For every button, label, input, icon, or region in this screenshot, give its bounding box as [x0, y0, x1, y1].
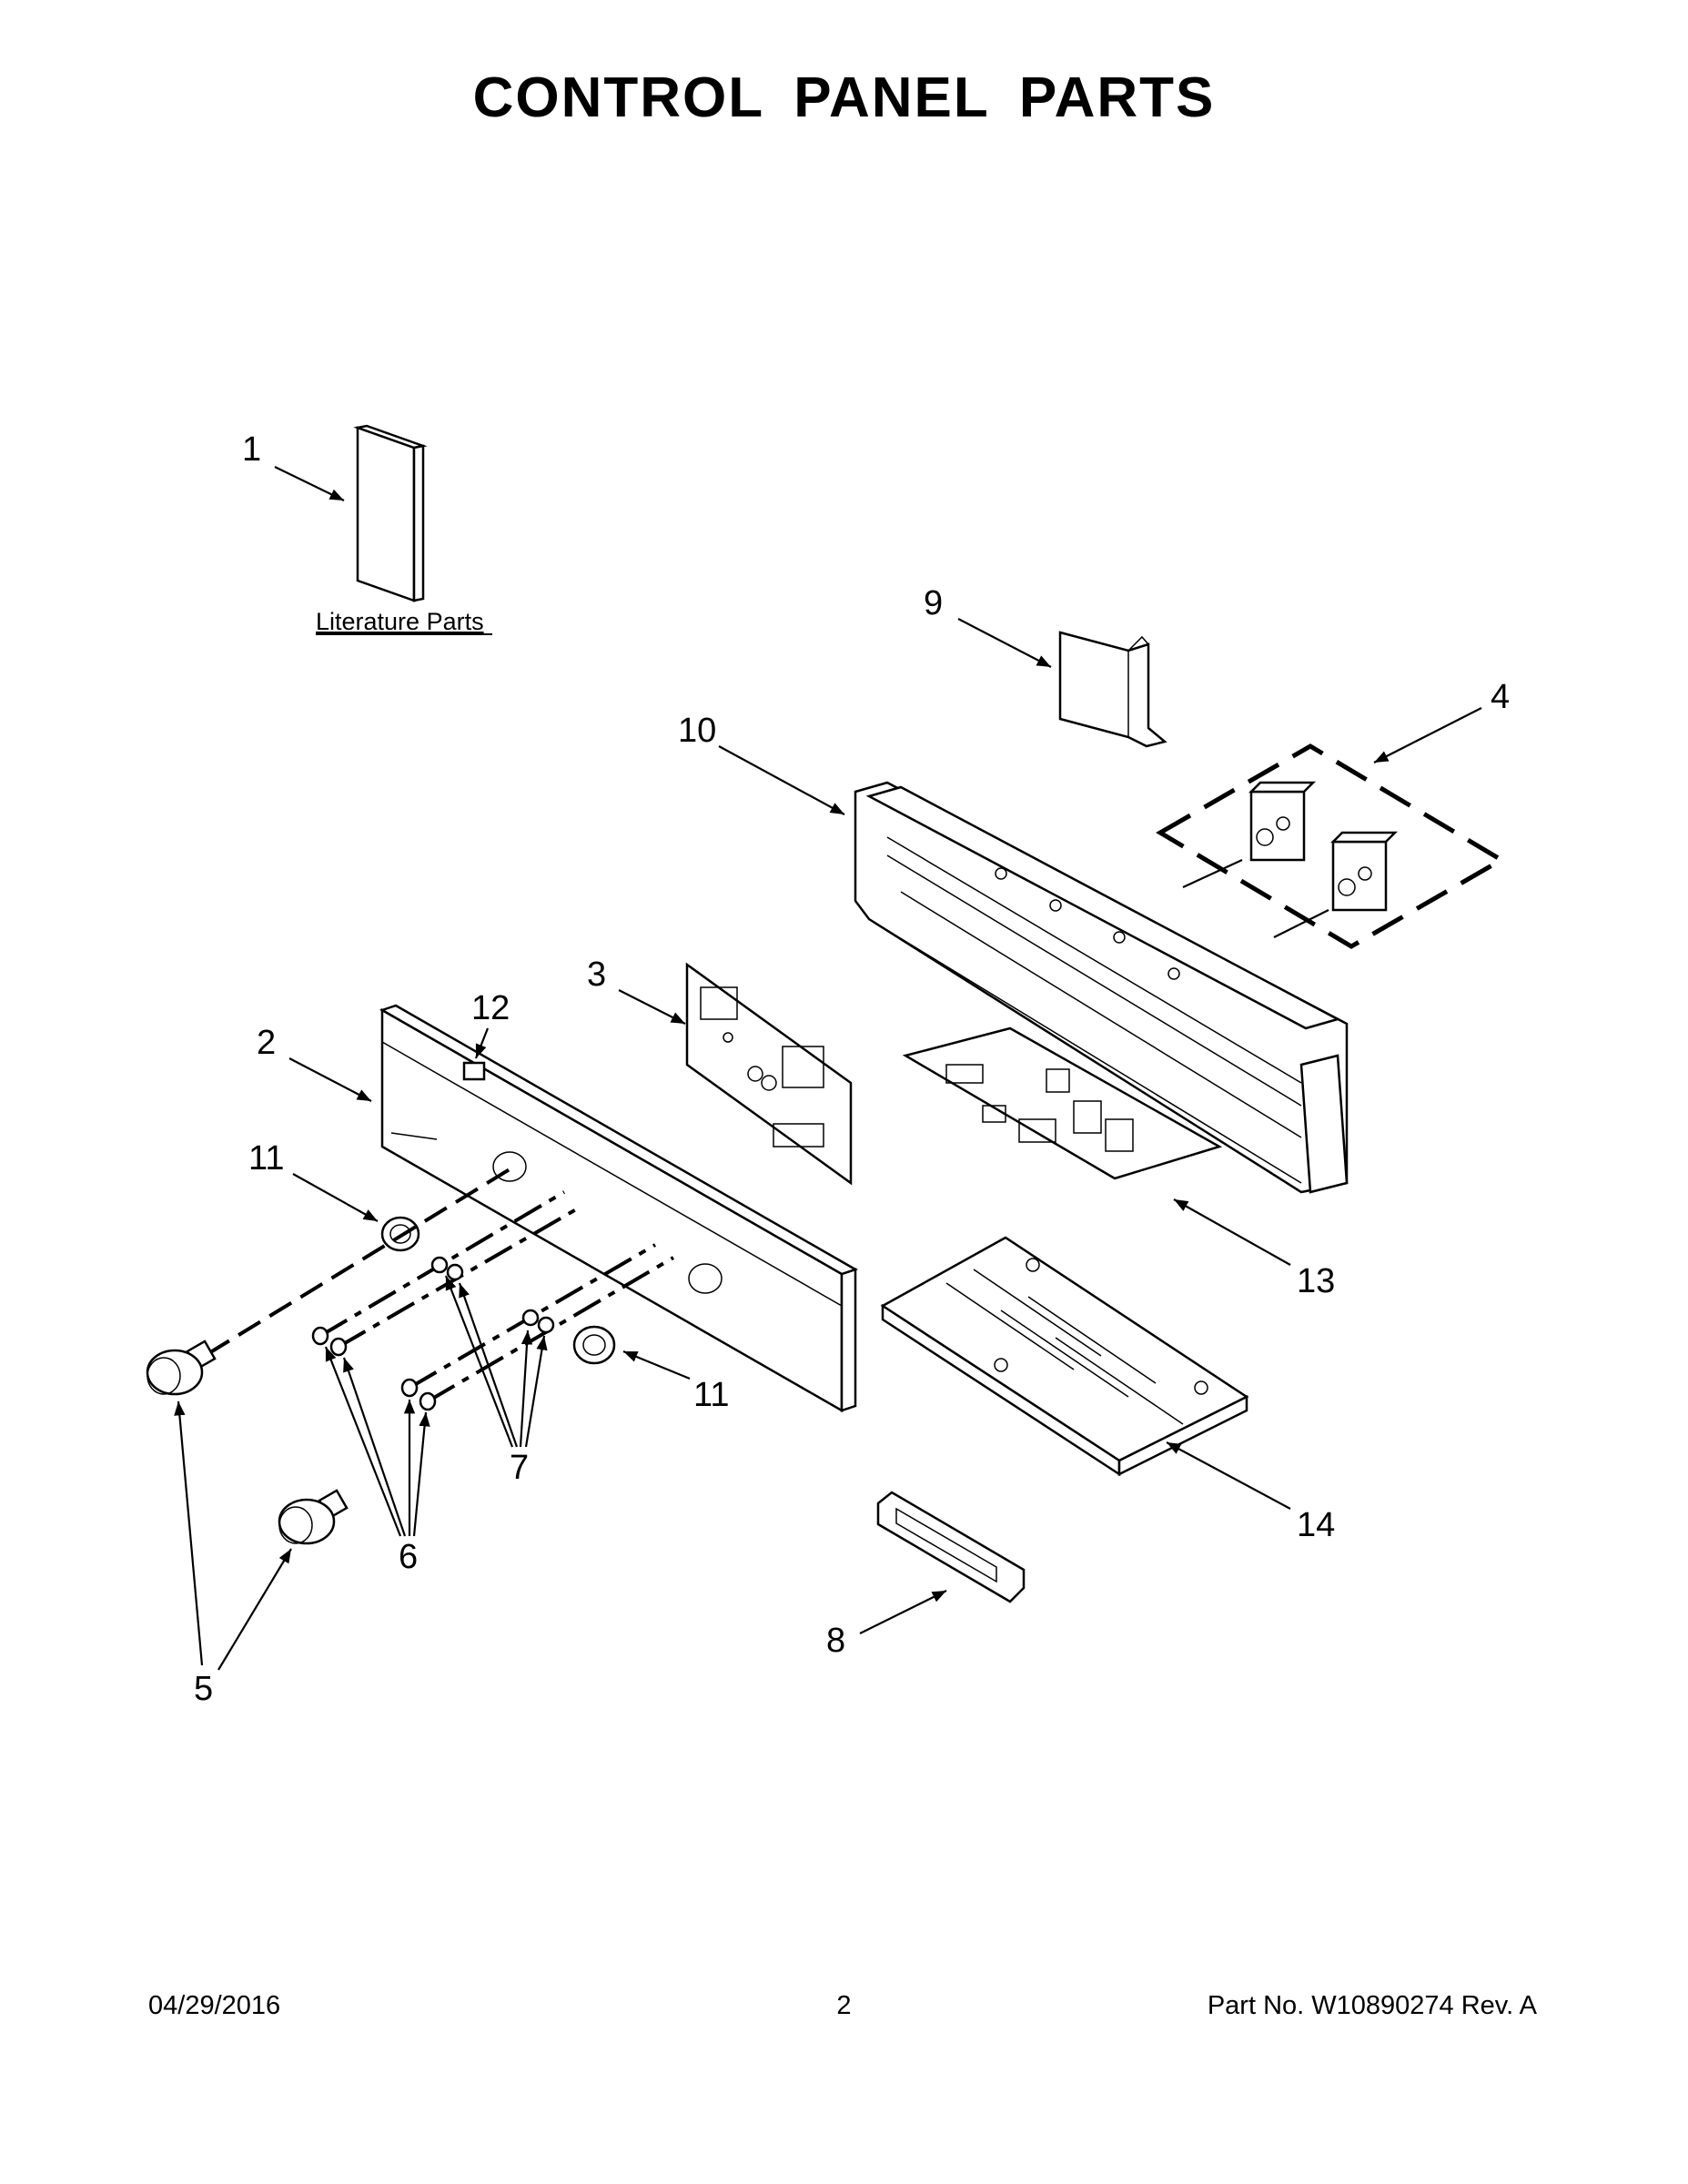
callout-9: 9: [924, 584, 943, 622]
callout-6: 6: [399, 1538, 418, 1576]
part-8-lens: [876, 1491, 1026, 1603]
footer-part-number: Part No. W10890274 Rev. A: [1207, 1991, 1537, 2020]
part-6-buttons: [311, 1326, 437, 1411]
part-5-knob-a: [146, 1340, 217, 1396]
part-9-bracket: [1058, 631, 1167, 748]
callout-7: 7: [510, 1449, 529, 1487]
leader-6a: [324, 1346, 402, 1537]
leader-10: [718, 745, 845, 815]
callout-5: 5: [194, 1670, 213, 1708]
leader-5a: [174, 1400, 204, 1666]
part-10-control-frame: [854, 781, 1349, 1194]
callout-3: 3: [587, 956, 606, 994]
callout-4: 4: [1491, 678, 1510, 716]
shaft-knob-upper: [206, 1168, 511, 1356]
leader-11-lower: [622, 1350, 691, 1380]
part-11-bezel-a: [380, 1216, 420, 1252]
leader-11-upper: [292, 1173, 379, 1222]
callout-8: 8: [826, 1622, 845, 1660]
leader-9: [957, 618, 1052, 668]
leader-8: [859, 1590, 947, 1634]
footer-date: 04/29/2016: [148, 1991, 281, 2020]
part-4-relay-b: [1329, 831, 1399, 912]
part-1-literature-booklet: [353, 424, 428, 602]
part-5-knob-b: [278, 1489, 349, 1545]
leader-3: [618, 989, 686, 1025]
part-12-label: [462, 1061, 486, 1081]
part-11-bezel-b: [572, 1325, 616, 1365]
leader-7b: [458, 1282, 519, 1448]
callout-2: 2: [257, 1024, 276, 1062]
part-4-group-box: [1156, 743, 1506, 949]
leader-7c: [519, 1330, 533, 1448]
leader-7a: [444, 1275, 514, 1448]
part-14-board-tray: [880, 1236, 1249, 1477]
callout-13: 13: [1297, 1262, 1335, 1300]
leader-2: [288, 1057, 372, 1102]
relay-lead-b: [1273, 909, 1329, 938]
callout-11-lower: 11: [693, 1376, 729, 1414]
footer-page-number: 2: [836, 1991, 852, 2020]
leader-12: [474, 1027, 490, 1059]
callout-1: 1: [242, 430, 261, 469]
page-title: CONTROL PANEL PARTS: [472, 66, 1216, 129]
leader-6d: [412, 1411, 430, 1537]
callout-12: 12: [471, 989, 510, 1027]
leader-14: [1166, 1441, 1291, 1510]
leader-6b: [342, 1357, 407, 1537]
relay-lead-a: [1182, 859, 1243, 888]
part-7-spacers: [430, 1256, 555, 1334]
callout-14: 14: [1297, 1506, 1335, 1544]
part-2-console: [379, 1004, 859, 1413]
part-3-ui-board: [685, 962, 853, 1186]
part-13-control-board: [902, 1026, 1223, 1180]
leader-13: [1173, 1198, 1291, 1266]
leader-4: [1373, 707, 1482, 763]
callout-11-upper: 11: [248, 1139, 284, 1178]
part-4-relay-a: [1248, 781, 1317, 862]
callout-10: 10: [678, 712, 716, 750]
leader-5b: [217, 1548, 292, 1671]
leader-1: [274, 466, 345, 501]
leader-7d: [524, 1335, 548, 1448]
literature-parts-label: Literature Parts: [316, 608, 484, 635]
